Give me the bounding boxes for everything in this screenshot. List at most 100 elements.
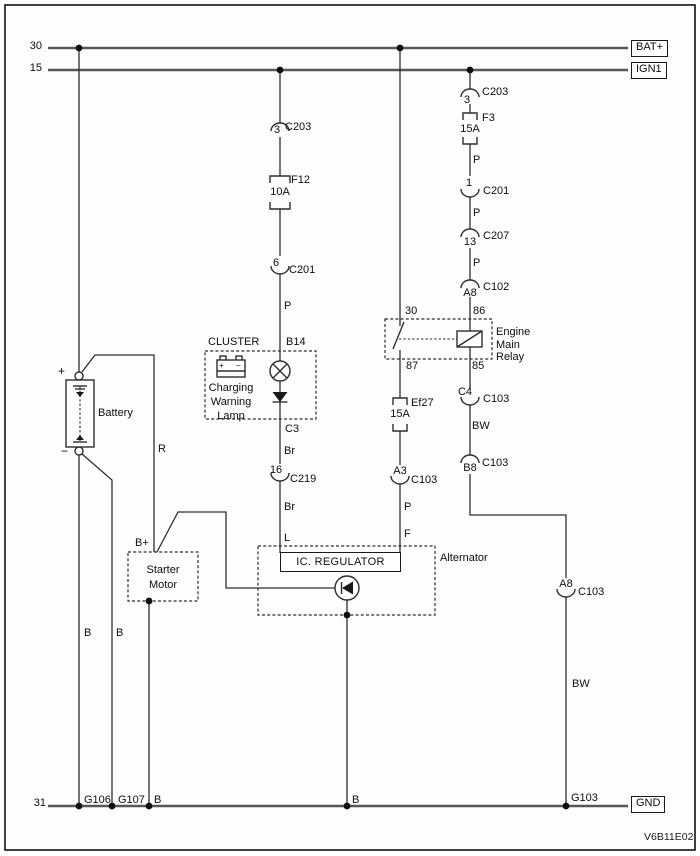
connector-c102-pin: A8 [463,287,477,299]
lamp-label-line1: Charging [208,382,254,394]
starter-label-line2: Motor [148,578,178,591]
ground-g106-label: G106 [84,794,111,806]
connector-c201-mid-arc [270,265,290,275]
bus-15-pin: 15 [29,62,42,74]
starter-motor-box [127,551,199,806]
wire-label-p-ign1: P [473,154,481,166]
connector-c219-arc [270,472,290,482]
cluster-pin-c3: C3 [285,423,300,435]
connector-c103-a3-pin: A3 [393,465,407,477]
battery-label: Battery [98,407,133,419]
connector-c207-name: C207 [483,230,510,242]
fuse-f3-symbol [462,112,478,145]
connector-c103-c4-name: C103 [483,393,510,405]
connector-c201-ign-name: C201 [483,185,510,197]
connector-c201-mid-name: C201 [289,264,316,276]
relay-name-line3: Relay [496,351,525,363]
connector-c207-arc [460,228,480,238]
cluster-pin-b14: B14 [286,336,306,348]
wire-label-b-mid: B [116,627,124,639]
bus-31-pin: 31 [33,797,46,809]
connector-c203-ign-pin: 3 [463,94,471,106]
battery-symbol [65,371,95,456]
junction-dots [75,44,570,810]
connector-c103-a8-name: C103 [578,586,605,598]
ic-regulator-box: IC. REGULATOR [280,552,401,572]
fuse-f12-rating: 10A [270,186,290,198]
wire-label-b-left: B [84,627,92,639]
wire-label-bw1: BW [472,420,490,432]
wire-battery-feed [78,48,155,806]
relay-pin-30: 30 [405,305,418,317]
lamp-label-line3: Lamp [217,410,245,422]
bus-30-pin: 30 [29,40,42,52]
relay-name-line1: Engine [496,326,531,338]
starter-label-line1: Starter [146,564,180,576]
connector-c103-c4-pin: C4 [457,386,473,398]
page-border [4,4,696,851]
bus-ign-tag: IGN1 [631,62,667,79]
connector-c103-a3-name: C103 [411,474,438,486]
diode-symbol [272,392,288,403]
relay-box [384,318,493,360]
ground-g103-label: G103 [571,792,598,804]
charging-warning-lamp-label: Charging Warning Lamp [204,381,258,423]
starter-label: Starter Motor [128,563,198,592]
connector-c219-name: C219 [290,473,317,485]
connector-c103-b8-arc [460,454,480,464]
fuse-ef27-rating: 15A [390,408,410,420]
wire-label-b-alternator: B [352,794,360,806]
wire-label-p-ign3: P [473,257,481,269]
fuse-f12-symbol [269,175,291,210]
ground-g107-label: G107 [118,794,145,806]
wire-starter-to-alternator [156,511,335,589]
connector-c103-b8-name: C103 [482,457,509,469]
relay-name: Engine Main Relay [496,326,530,364]
connector-c103-a8-pin: A8 [559,578,573,590]
cluster-box [204,350,317,420]
battery-minus-label: − [61,444,69,458]
connector-c203-mid-arc [270,122,290,132]
wire-label-p-ign2: P [473,207,481,219]
fuse-f3-rating: 15A [460,123,480,135]
connector-c201-ign-arc [460,188,480,198]
alternator-pin-f: F [404,528,411,540]
bus-gnd-tag: GND [631,796,666,813]
starter-terminal-label: B+ [135,537,149,549]
connector-c207-pin: 13 [463,236,477,248]
warning-lamp-symbol [269,360,291,382]
cluster-title: CLUSTER [208,336,260,348]
fuse-ef27-name: Ef27 [411,397,434,409]
lamp-label-line2: Warning [210,396,252,408]
fuse-f3-name: F3 [482,112,495,124]
connector-c103-a8-arc [556,588,576,598]
alternator-label: Alternator [440,552,488,564]
relay-name-line2: Main [496,338,520,351]
document-code: V6B11E02 [644,831,694,843]
wire-label-p-field: P [404,501,412,513]
fuse-ef27-symbol [392,397,408,432]
cluster-icon-plus: + [219,361,224,370]
alternator-diode-symbol [334,575,360,601]
wire-output-branch [469,347,567,806]
connector-c203-mid-name: C203 [285,121,312,133]
wire-label-br2: Br [284,501,295,513]
relay-pin-86: 86 [473,305,486,317]
alternator-pin-l: L [284,532,291,544]
connector-c219-pin: 16 [269,464,283,476]
connector-c201-mid-pin: 6 [272,257,280,269]
relay-pin-85: 85 [472,360,485,372]
battery-plus-label: + [58,364,66,378]
connector-c203-ign-name: C203 [482,86,509,98]
wire-label-p-charge: P [284,300,292,312]
relay-pin-87: 87 [406,360,419,372]
wire-label-bw2: BW [572,678,590,690]
wire-label-b-starter: B [154,794,162,806]
cluster-icon-minus: − [236,361,241,370]
fuse-f12-name: F12 [291,174,310,186]
connector-c203-mid-pin: 3 [273,124,281,136]
bus-bat-tag: BAT+ [631,40,669,57]
wire-label-br1: Br [284,445,295,457]
connector-c103-c4-arc [460,396,480,406]
